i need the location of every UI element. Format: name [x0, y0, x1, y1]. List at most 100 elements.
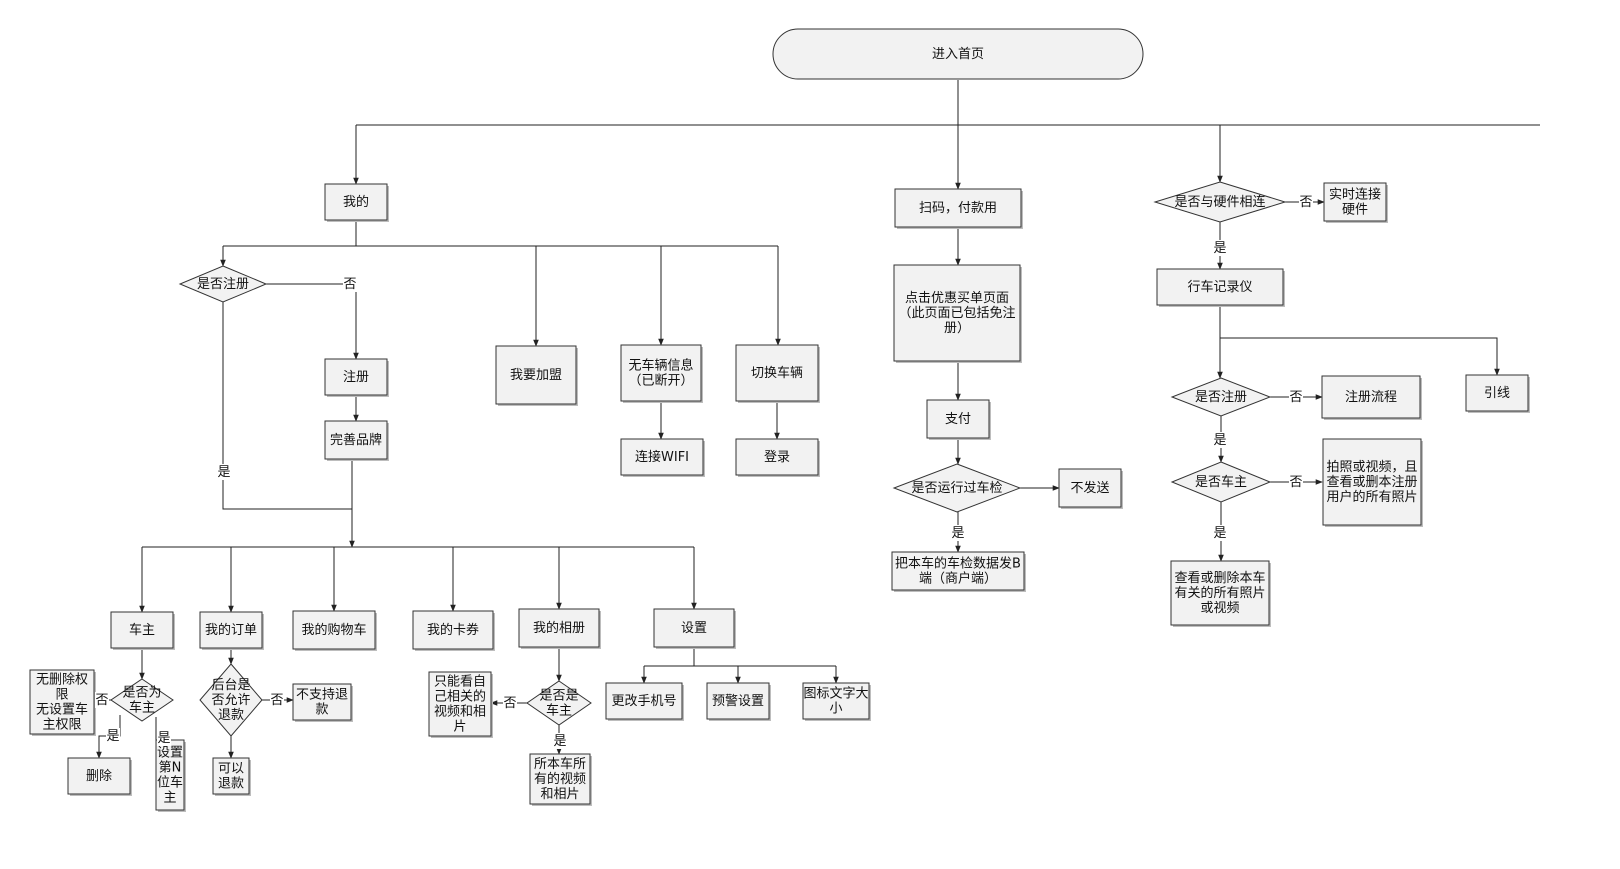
- inspect_q-node: 是否运行过车检: [892, 463, 1022, 513]
- edge-label-bg: [1213, 432, 1227, 448]
- join-label: 我要加盟: [510, 368, 562, 383]
- regflow-label: 注册流程: [1345, 390, 1397, 405]
- refund_q-label: 后台是否允许退款: [211, 678, 250, 723]
- switch-label: 切换车辆: [751, 365, 803, 381]
- edge-label-yes: 是: [951, 525, 965, 541]
- edge-label-bg: [157, 730, 171, 746]
- isowner2_q-label: 是否是车主: [539, 689, 578, 719]
- rtconnect-box: [1323, 182, 1387, 222]
- fontsize-node: 图标文字大小: [802, 682, 871, 721]
- edge-label-bg: [95, 692, 109, 708]
- edge-label-text: 是: [1213, 241, 1226, 256]
- edge-label-yes: 是: [1213, 525, 1227, 541]
- phone-label: 更改手机号: [611, 694, 676, 709]
- regflow-node: 注册流程: [1321, 375, 1422, 420]
- join-node: 我要加盟: [495, 345, 578, 406]
- start-label: 进入首页: [932, 47, 984, 62]
- alert-node: 预警设置: [706, 682, 771, 721]
- edge-label-text: 否: [95, 693, 108, 708]
- rtconnect-node: 实时连接硬件: [1323, 182, 1388, 223]
- orders-label: 我的订单: [205, 622, 257, 638]
- edge-label-yes: 是: [157, 730, 171, 746]
- photoedit-node: 拍照或视频，且查看或删本注册用户的所有照片: [1322, 438, 1423, 527]
- wifi-box: [620, 438, 704, 476]
- connector-line: [1220, 337, 1500, 376]
- album-node: 我的相册: [518, 608, 601, 649]
- isowner_q-label: 是否为车主: [122, 686, 161, 716]
- settings-label: 设置: [681, 621, 707, 636]
- edge-label-bg: [106, 728, 120, 744]
- edge-label-yes: 是: [553, 733, 567, 749]
- edge-label-text: 否: [1289, 390, 1302, 405]
- album-box: [518, 608, 600, 648]
- pay-label: 支付: [945, 412, 971, 427]
- photoedit-box: [1322, 438, 1422, 526]
- connector-line: [222, 302, 352, 510]
- isowner2_q-decision: [526, 680, 592, 726]
- edge-label-text: 否: [270, 693, 283, 708]
- register-label: 注册: [343, 370, 369, 385]
- isowner_q-node: 是否为车主: [110, 678, 174, 722]
- guide-box: [1465, 374, 1529, 412]
- allmedia-box: [529, 753, 591, 805]
- edge-label-no: 否: [1289, 474, 1303, 490]
- nosend-node: 不发送: [1058, 468, 1123, 509]
- brand-node: 完善品牌: [324, 420, 389, 461]
- edge-labels: 否是否是是否否是是否是否是否是: [95, 194, 1313, 749]
- guide-label: 引线: [1484, 386, 1510, 401]
- hw_q-decision: [1153, 181, 1287, 223]
- cards-box: [412, 610, 494, 650]
- edge-label-yes: 是: [106, 728, 120, 744]
- alert-box: [706, 682, 770, 720]
- allmedia-label: 所本车所有的视频和相片: [534, 756, 586, 802]
- delete-box: [67, 757, 131, 795]
- inspect_q-decision: [892, 463, 1022, 513]
- edge-label-bg: [1213, 525, 1227, 541]
- edge-label-text: 是: [217, 465, 230, 480]
- cards-label: 我的卡券: [427, 622, 479, 638]
- edge-label-bg: [1289, 389, 1303, 405]
- alert-label: 预警设置: [712, 693, 764, 709]
- phone-node: 更改手机号: [605, 682, 684, 721]
- isowner_q-decision: [110, 678, 174, 722]
- fontsize-box: [802, 682, 870, 720]
- orders-box: [199, 611, 263, 649]
- refund_q-node: 后台是否允许退款: [199, 663, 263, 737]
- phone-box: [605, 682, 683, 720]
- settings-box: [653, 608, 735, 648]
- cards-node: 我的卡券: [412, 610, 495, 651]
- edge-label-yes: 是: [217, 464, 231, 480]
- owner-box: [110, 611, 174, 649]
- recorder-box: [1156, 268, 1284, 306]
- regflow-box: [1321, 375, 1421, 419]
- edge-label-text: 否: [503, 696, 516, 711]
- switch-box: [735, 344, 819, 402]
- cart-box: [292, 610, 376, 650]
- edge-label-text: 否: [343, 277, 356, 292]
- reg_q-node: 是否注册: [178, 265, 268, 303]
- promo-box: [893, 264, 1021, 362]
- reg_q-label: 是否注册: [197, 277, 249, 292]
- switch-node: 切换车辆: [735, 344, 820, 403]
- scan-box: [894, 188, 1022, 228]
- onlyown-box: [428, 671, 492, 737]
- novehicle-box: [620, 344, 702, 402]
- connector-line: [266, 283, 359, 360]
- edge-label-text: 是: [1213, 526, 1226, 541]
- mine-node: 我的: [324, 183, 389, 222]
- edge-label-yes: 是: [1213, 432, 1227, 448]
- owner3_q-decision: [1170, 461, 1272, 503]
- recorder-label: 行车记录仪: [1187, 279, 1252, 295]
- pay-node: 支付: [926, 399, 991, 440]
- start-terminal: [772, 28, 1144, 80]
- scan-node: 扫码，付款用: [894, 188, 1023, 229]
- inspect_q-label: 是否运行过车检: [911, 480, 1002, 496]
- edge-label-bg: [1289, 474, 1303, 490]
- edge-label-text: 是: [157, 731, 170, 746]
- nodel-box: [29, 669, 95, 735]
- cart-label: 我的购物车: [301, 622, 366, 638]
